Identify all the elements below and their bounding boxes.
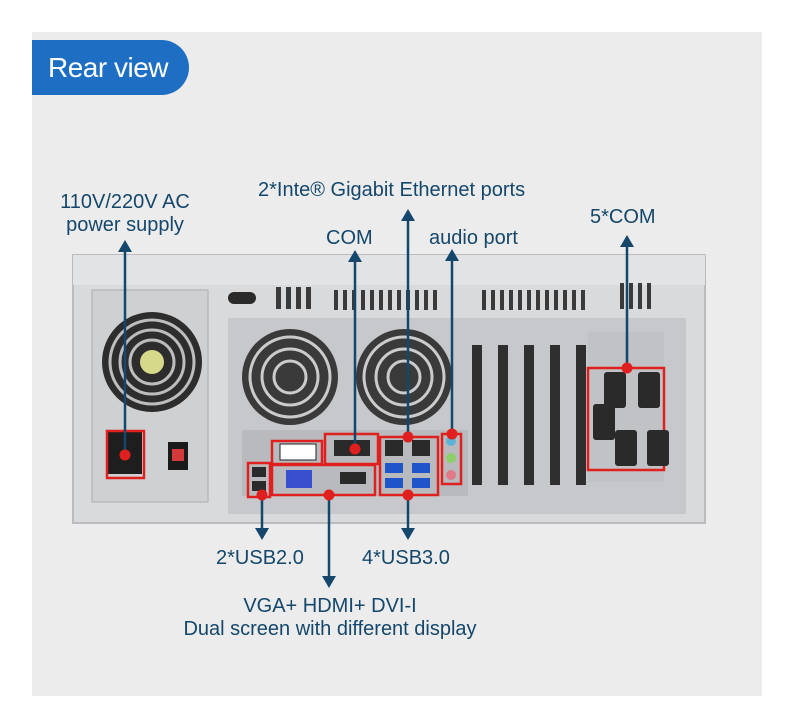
- callout-usb2: 2*USB2.0: [216, 547, 304, 569]
- callout-arrows: [118, 209, 634, 588]
- expansion-slots: [472, 345, 586, 485]
- callout-audio: audio port: [429, 227, 518, 249]
- marker-dots: [119, 362, 633, 501]
- callout-power-line2: power supply: [66, 214, 184, 236]
- callout-display-line1: VGA+ HDMI+ DVI-I: [243, 595, 417, 617]
- case-fans: [242, 329, 452, 425]
- page-title: Rear view: [32, 40, 189, 95]
- callout-power-line1: 110V/220V AC: [60, 191, 190, 213]
- callout-display-line2: Dual screen with different display: [183, 618, 477, 640]
- top-vents: [276, 283, 651, 310]
- highlight-boxes: [105, 366, 666, 499]
- callout-usb3: 4*USB3.0: [362, 547, 450, 569]
- callout-com: COM: [326, 227, 373, 249]
- callout-com5: 5*COM: [590, 206, 656, 228]
- callout-ethernet: 2*Inte® Gigabit Ethernet ports: [258, 179, 526, 201]
